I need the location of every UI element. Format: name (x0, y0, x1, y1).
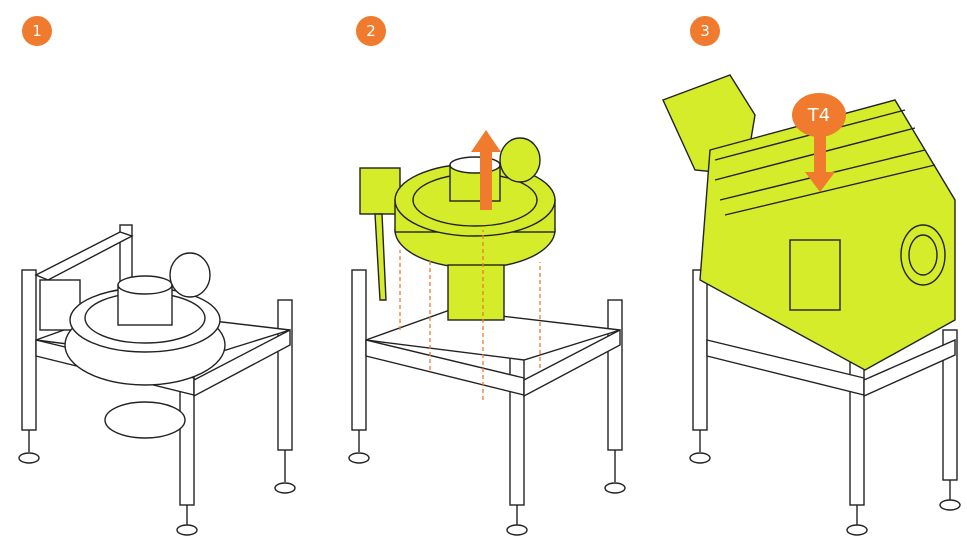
fan-unit-lifted (394, 137, 556, 321)
t4-arrow (805, 130, 835, 192)
step-1-number: 1 (32, 22, 42, 40)
step-2-badge: 2 (356, 16, 386, 46)
lift-arrow (471, 130, 501, 210)
fan-unit (39, 252, 226, 439)
step-2-number: 2 (366, 22, 376, 40)
tool-callout-label: T4 (807, 104, 831, 126)
junction-box (359, 167, 401, 301)
tool-callout: T4 (792, 93, 846, 137)
step-3-illustration (662, 74, 961, 536)
alignment-guides (399, 230, 541, 400)
separator-machine (662, 74, 956, 371)
step-3-badge: 3 (690, 16, 720, 46)
step-2-illustration (348, 130, 626, 536)
stand-frame (689, 269, 961, 536)
step-1-illustration (18, 224, 296, 536)
step-3-number: 3 (700, 22, 710, 40)
step-1-badge: 1 (22, 16, 52, 46)
